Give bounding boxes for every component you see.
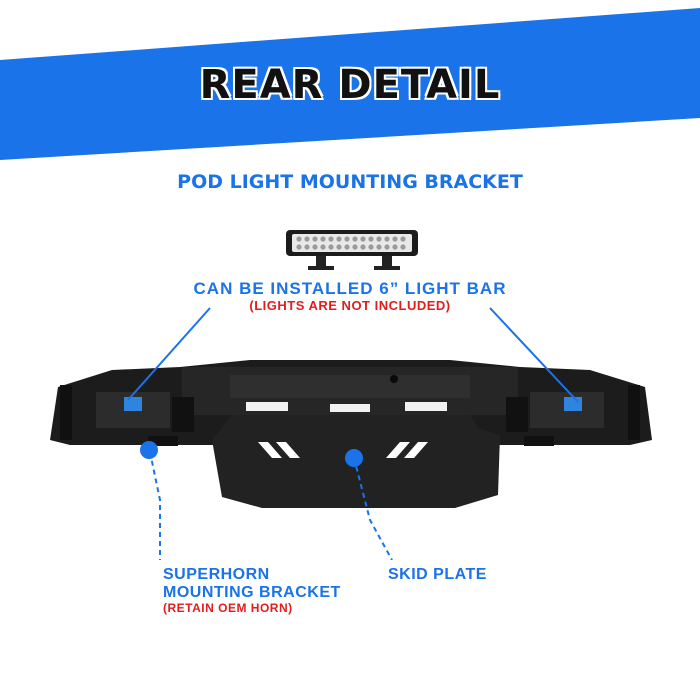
horn-bracket-leader	[149, 451, 161, 560]
skid-plate-marker-dot	[345, 449, 363, 467]
lights-not-included-note: (LIGHTS ARE NOT INCLUDED)	[249, 298, 451, 313]
header-banner: REAR DETAIL	[0, 0, 700, 160]
light-bar-leader-right	[489, 307, 579, 403]
horn-bracket-marker-dot	[140, 441, 158, 459]
page-title: REAR DETAIL	[198, 61, 501, 110]
retain-oem-horn-note: (RETAIN OEM HORN)	[163, 601, 293, 615]
light-bar-callout: CAN BE INSTALLED 6” LIGHT BAR	[193, 279, 507, 298]
skid-plate-label: SKID PLATE	[388, 566, 487, 583]
skid-plate-leader	[353, 457, 393, 560]
section-title: POD LIGHT MOUNTING BRACKET	[177, 171, 523, 193]
bumper-body	[50, 360, 652, 446]
horn-bracket-label-line2: MOUNTING BRACKET	[163, 584, 341, 601]
banner-stripe	[0, 8, 700, 160]
rear-bumper-image	[50, 307, 652, 560]
light-bar-leader-left	[127, 307, 211, 401]
horn-bracket-label-line1: SUPERHORN	[163, 566, 270, 583]
light-bar-image	[282, 222, 422, 272]
